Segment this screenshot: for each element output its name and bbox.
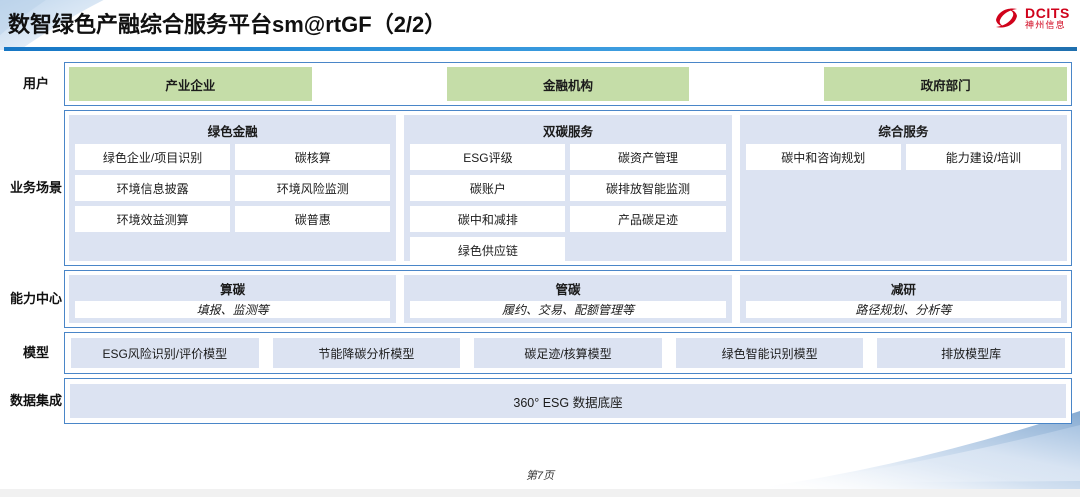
logo-wordmark: DCITS (1025, 5, 1070, 21)
business-item[interactable]: 环境信息披露 (75, 175, 231, 201)
row-models: 模型 ESG风险识别/评价模型 节能降碳分析模型 碳足迹/核算模型 绿色智能识别… (8, 332, 1072, 374)
row-body-users: 产业企业 金融机构 政府部门 (64, 62, 1072, 106)
model-item[interactable]: 碳足迹/核算模型 (474, 338, 662, 368)
row-label-users: 用户 (22, 75, 49, 91)
capability-group-subtitle[interactable]: 履约、交易、配额管理等 (410, 301, 726, 318)
user-item-industry[interactable]: 产业企业 (69, 67, 312, 101)
architecture-board: 用户 产业企业 金融机构 政府部门 业务场景 (8, 62, 1072, 467)
business-item[interactable]: 产品碳足迹 (570, 206, 726, 232)
row-label-data: 数据集成 (10, 392, 63, 408)
row-body-data: 360° ESG 数据底座 (64, 378, 1072, 424)
business-group-items: ESG评级 碳资产管理 碳账户 碳排放智能监测 碳中和减排 产品碳足迹 绿色供应… (410, 144, 726, 263)
data-foundation-bar[interactable]: 360° ESG 数据底座 (70, 384, 1066, 418)
business-item[interactable]: ESG评级 (410, 144, 566, 170)
row-capability-center: 能力中心 算碳 填报、监测等 管碳 履约、交易、配额管理等 减研 路径规划、分析… (8, 270, 1072, 328)
business-item[interactable]: 环境效益测算 (75, 206, 231, 232)
row-body-model: ESG风险识别/评价模型 节能降碳分析模型 碳足迹/核算模型 绿色智能识别模型 … (64, 332, 1072, 374)
capability-group-subtitle[interactable]: 路径规划、分析等 (745, 301, 1061, 318)
capability-group-subtitle[interactable]: 填报、监测等 (75, 301, 391, 318)
business-item[interactable]: 绿色供应链 (410, 237, 566, 263)
user-cell: 政府部门 (734, 67, 1068, 101)
row-business-scenarios: 业务场景 绿色金融 绿色企业/项目识别 碳核算 环境信息披露 环境风险监测 环境… (8, 110, 1072, 266)
business-group-items: 碳中和咨询规划 能力建设/培训 (745, 144, 1061, 170)
business-group-dual-carbon: 双碳服务 ESG评级 碳资产管理 碳账户 碳排放智能监测 碳中和减排 产品碳足迹… (404, 115, 732, 263)
model-item[interactable]: 绿色智能识别模型 (675, 338, 864, 368)
business-group-items: 绿色企业/项目识别 碳核算 环境信息披露 环境风险监测 环境效益测算 碳普惠 (75, 144, 391, 232)
business-item[interactable]: 碳账户 (410, 175, 566, 201)
business-group-title: 综合服务 (878, 125, 929, 139)
business-item[interactable]: 环境风险监测 (235, 175, 391, 201)
brand-logo: DCITS 神州信息 (994, 6, 1070, 30)
slide-header: 数智绿色产融综合服务平台sm@rtGF（2/2） DCITS 神州信息 (0, 0, 1080, 48)
bottom-strip (0, 489, 1080, 497)
business-item[interactable]: 碳普惠 (235, 206, 391, 232)
page-number-footer: 第7页 (525, 470, 555, 482)
business-item[interactable]: 碳核算 (235, 144, 391, 170)
header-divider-rule (4, 47, 1077, 51)
logo-subtext: 神州信息 (1025, 20, 1066, 30)
model-item[interactable]: 节能降碳分析模型 (272, 338, 461, 368)
capability-group-manage-carbon: 管碳 履约、交易、配额管理等 (404, 275, 732, 323)
user-item-financial[interactable]: 金融机构 (446, 67, 690, 101)
user-item-government[interactable]: 政府部门 (824, 67, 1068, 101)
row-body-capability: 算碳 填报、监测等 管碳 履约、交易、配额管理等 减研 路径规划、分析等 (64, 270, 1072, 328)
row-label-business: 业务场景 (10, 179, 63, 195)
capability-group-title: 减研 (890, 283, 916, 297)
business-item[interactable]: 碳资产管理 (570, 144, 726, 170)
capability-group-calculate-carbon: 算碳 填报、监测等 (69, 275, 397, 323)
row-label-capability: 能力中心 (10, 290, 63, 306)
user-cell: 金融机构 (402, 67, 735, 101)
business-group-comprehensive: 综合服务 碳中和咨询规划 能力建设/培训 (739, 115, 1067, 261)
row-data-integration: 数据集成 360° ESG 数据底座 (8, 378, 1072, 424)
business-item[interactable]: 碳排放智能监测 (570, 175, 726, 201)
row-body-business: 绿色金融 绿色企业/项目识别 碳核算 环境信息披露 环境风险监测 环境效益测算 … (64, 110, 1072, 266)
business-group-title: 绿色金融 (207, 125, 258, 139)
business-item[interactable]: 碳中和咨询规划 (745, 144, 901, 170)
business-item[interactable]: 碳中和减排 (410, 206, 566, 232)
row-label-model: 模型 (22, 344, 49, 360)
business-group-title: 双碳服务 (542, 125, 593, 139)
business-item[interactable]: 绿色企业/项目识别 (75, 144, 231, 170)
user-cell: 产业企业 (69, 67, 402, 101)
capability-group-title: 管碳 (555, 283, 581, 297)
capability-group-reduce-research: 减研 路径规划、分析等 (739, 275, 1067, 323)
page-title: 数智绿色产融综合服务平台sm@rtGF（2/2） (8, 12, 447, 37)
model-item[interactable]: 排放模型库 (877, 338, 1065, 368)
model-item[interactable]: ESG风险识别/评价模型 (71, 338, 259, 368)
row-users: 用户 产业企业 金融机构 政府部门 (8, 62, 1072, 106)
business-group-green-finance: 绿色金融 绿色企业/项目识别 碳核算 环境信息披露 环境风险监测 环境效益测算 … (69, 115, 397, 261)
dcits-swirl-icon (996, 8, 1017, 28)
capability-group-title: 算碳 (220, 283, 246, 297)
business-item[interactable]: 能力建设/培训 (905, 144, 1061, 170)
